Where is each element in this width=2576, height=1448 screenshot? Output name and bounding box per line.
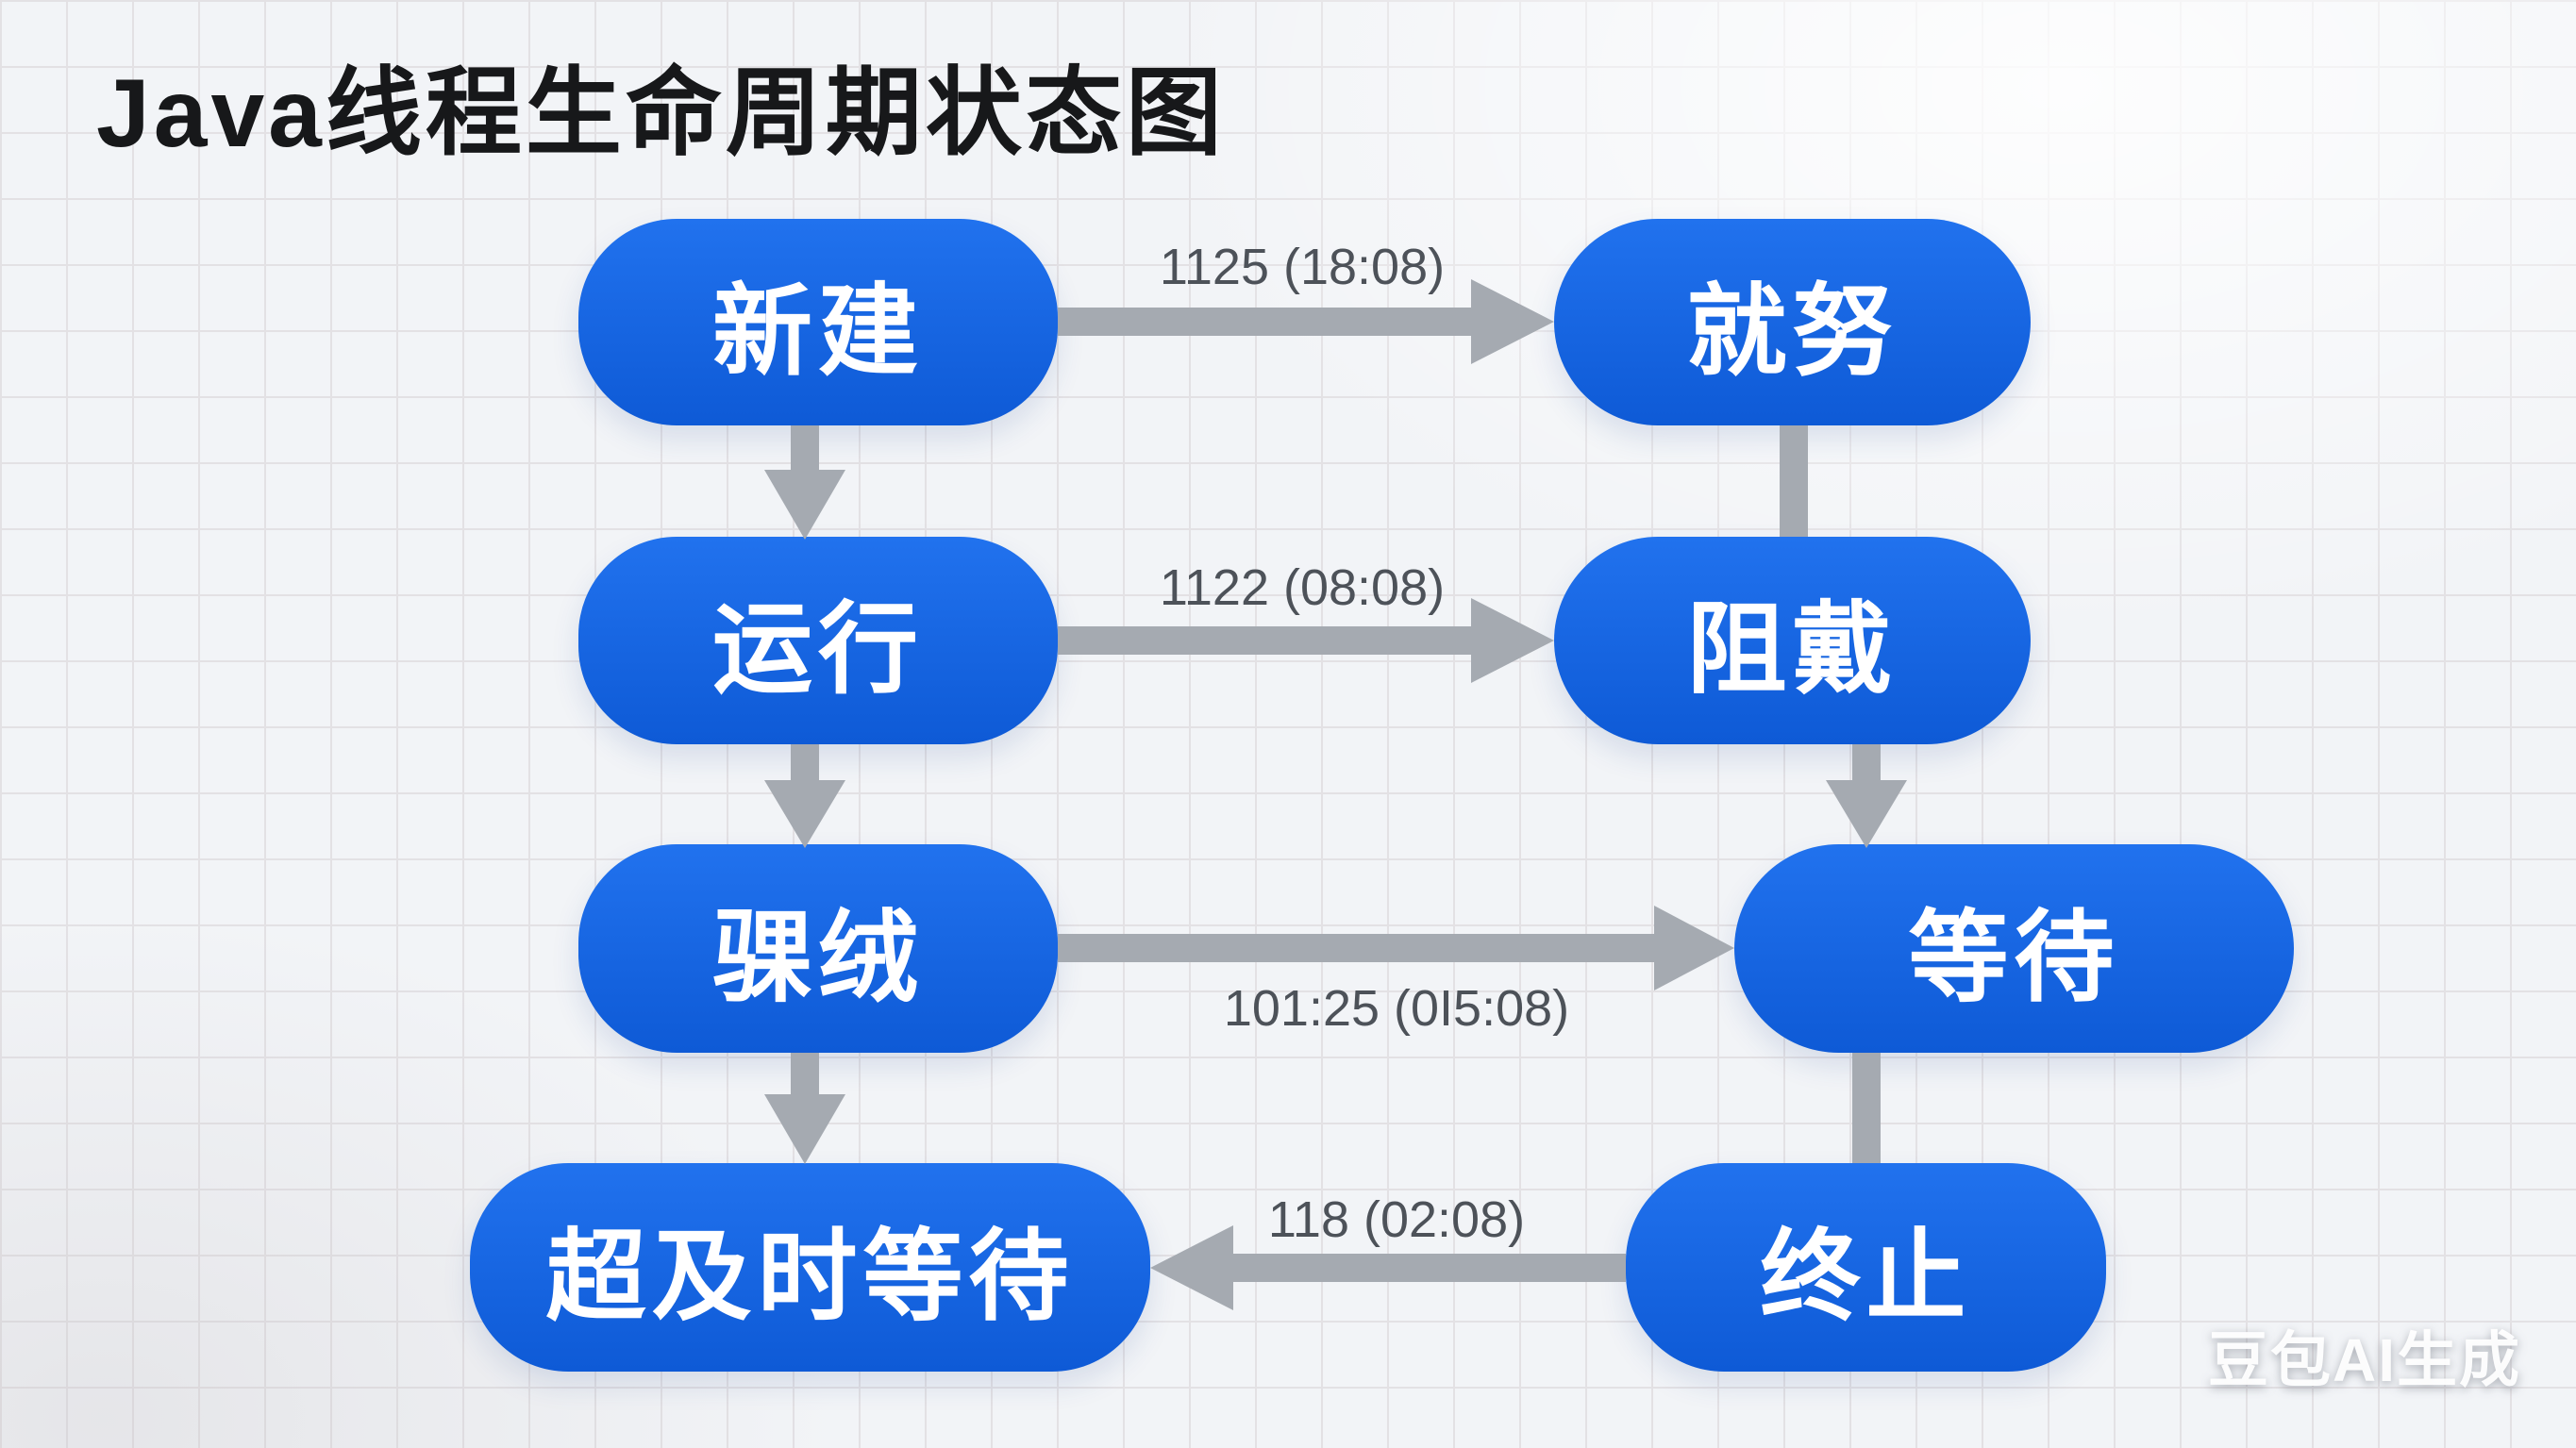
node-timed-waiting-label: 超及时等待 bbox=[545, 1221, 1075, 1333]
edge-new-to-running-arrowhead-icon bbox=[764, 470, 845, 540]
edge-new-to-ready-shaft bbox=[1058, 308, 1471, 336]
node-waiting-label: 等待 bbox=[1908, 902, 2120, 1014]
edge-running-to-blocked-label: 1122 (08:08) bbox=[1159, 559, 1446, 616]
node-waiting: 等待 bbox=[1734, 844, 2294, 1053]
node-terminated-label: 终止 bbox=[1760, 1221, 1972, 1333]
edge-sleeping-to-timed-waiting-arrowhead-icon bbox=[764, 1094, 845, 1164]
edge-ready-to-blocked-connector bbox=[1780, 425, 1808, 537]
edge-new-to-running-shaft bbox=[791, 425, 819, 476]
edge-terminated-to-timed-waiting-shaft bbox=[1233, 1254, 1626, 1282]
edge-sleeping-to-waiting-arrowhead-icon bbox=[1654, 906, 1734, 990]
node-ready-label: 就努 bbox=[1686, 275, 1899, 388]
node-ready: 就努 bbox=[1554, 219, 2031, 425]
edge-new-to-ready-label: 1125 (18:08) bbox=[1159, 239, 1446, 295]
node-terminated: 终止 bbox=[1626, 1163, 2106, 1372]
edge-sleeping-to-waiting-label: 101:25 (0I5:08) bbox=[1223, 980, 1570, 1037]
node-blocked-label: 阻戴 bbox=[1686, 594, 1899, 706]
page-title: Java线程生命周期状态图 bbox=[96, 59, 1226, 167]
edge-terminated-to-timed-waiting-label: 118 (02:08) bbox=[1267, 1191, 1526, 1248]
node-sleeping-label: 骒绒 bbox=[712, 902, 924, 1014]
node-new-label: 新建 bbox=[712, 275, 924, 388]
node-sleeping: 骒绒 bbox=[578, 844, 1058, 1053]
edge-sleeping-to-timed-waiting-shaft bbox=[791, 1053, 819, 1100]
node-running-label: 运行 bbox=[712, 594, 924, 706]
edge-blocked-to-waiting-arrowhead-icon bbox=[1826, 780, 1907, 848]
edge-sleeping-to-waiting-shaft bbox=[1058, 934, 1654, 962]
ai-generator-watermark: 豆包AI生成 bbox=[2208, 1326, 2521, 1394]
node-new: 新建 bbox=[578, 219, 1058, 425]
node-timed-waiting: 超及时等待 bbox=[470, 1163, 1150, 1372]
node-running: 运行 bbox=[578, 537, 1058, 744]
edge-running-to-blocked-shaft bbox=[1058, 626, 1471, 655]
node-blocked: 阻戴 bbox=[1554, 537, 2031, 744]
edge-running-to-sleeping-arrowhead-icon bbox=[764, 780, 845, 848]
edge-waiting-to-terminated-connector bbox=[1852, 1053, 1881, 1163]
